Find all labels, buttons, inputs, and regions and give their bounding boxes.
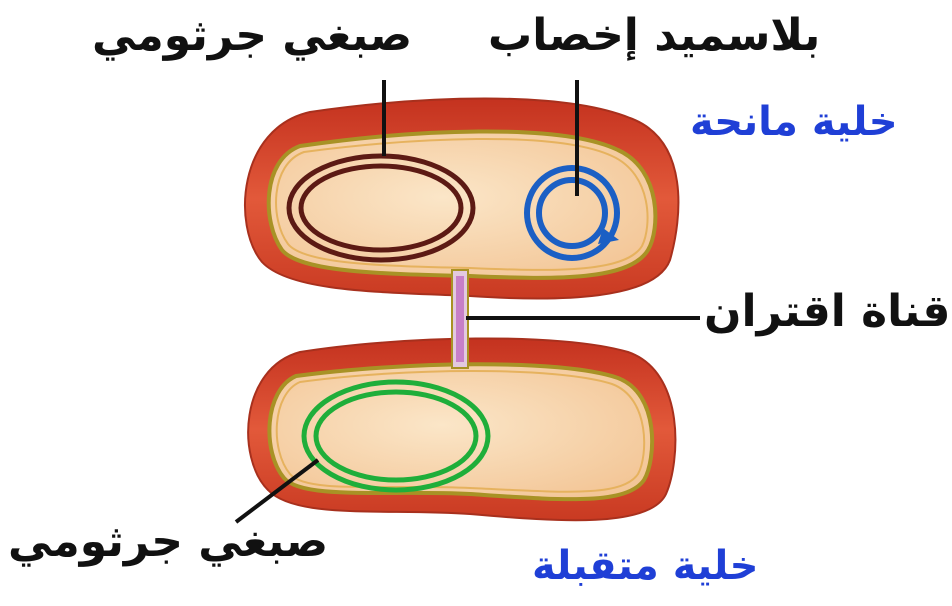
chromosome-bottom-label: صبغي جرثومي (8, 520, 328, 564)
conjugation-tube-label: قناة اقتران (704, 290, 950, 334)
donor-cell-label: خلية مانحة (690, 102, 898, 142)
recipient-cell-membrane (269, 364, 652, 499)
recipient-cell-label: خلية متقبلة (532, 546, 758, 586)
chromosome-top-label: صبغي جرثومي (92, 14, 412, 58)
conjugation-tube (452, 270, 468, 368)
plasmid-label: بلاسميد إخصاب (488, 14, 820, 58)
